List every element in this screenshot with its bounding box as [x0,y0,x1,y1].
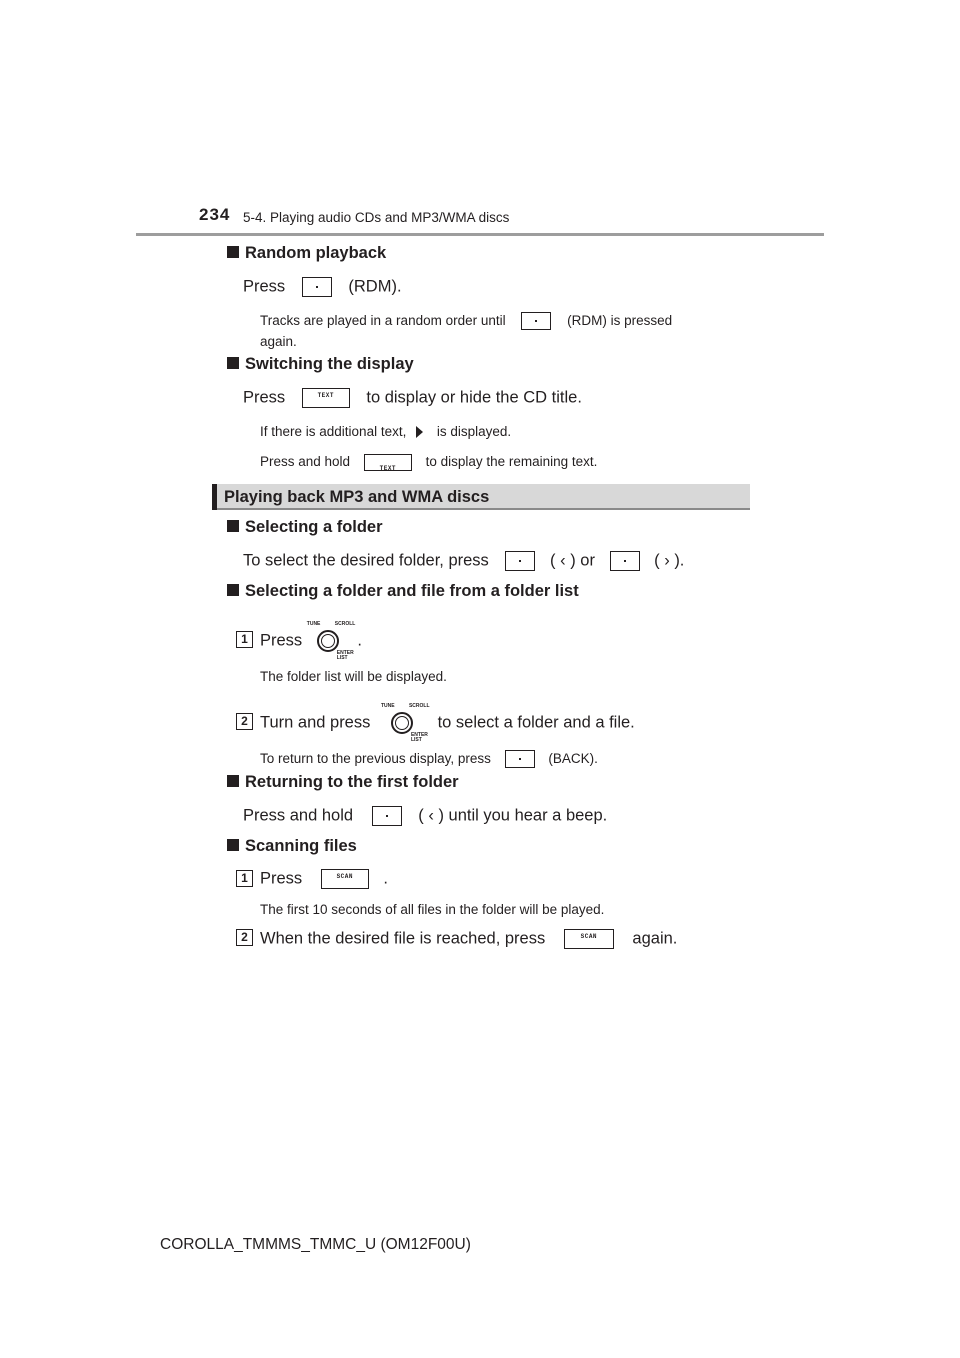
scan-button-icon: SCAN [563,929,614,949]
back-button-icon [504,750,535,769]
section-band-title: Playing back MP3 and WMA discs [224,488,490,506]
heading-random-playback: Random playback [227,244,386,263]
bullet-square-icon [227,520,239,532]
folder-list-step-1-note: The folder list will be displayed. [260,669,447,684]
scanning-step-1-note: The first 10 seconds of all files in the… [260,902,605,917]
section-band-marker [212,484,217,510]
rdm-button-icon [521,312,552,331]
section-title: 5-4. Playing audio CDs and MP3/WMA discs [243,210,510,225]
scan-button-icon: SCAN [320,869,369,889]
heading-selecting-folder: Selecting a folder [227,518,383,537]
heading-first-folder: Returning to the first folder [227,773,459,792]
heading-scanning-files: Scanning files [227,837,357,856]
folder-down-button-icon [505,551,536,571]
first-folder-instruction: Press and hold ( ‹ ) until you hear a be… [243,806,608,826]
chevron-left-icon: ‹ [560,551,566,570]
scanning-step-1: Press SCAN . [260,869,388,889]
chevron-left-icon: ‹ [428,806,434,825]
step-number: 2 [236,713,253,730]
display-note-2: Press and hold TEXT to display the remai… [260,453,598,472]
display-instruction: Press TEXT to display or hide the CD tit… [243,388,582,408]
step-number: 2 [236,929,253,946]
scanning-step-2: When the desired file is reached, press … [260,929,678,949]
random-instruction: Press (RDM). [243,277,402,297]
heading-switching-display: Switching the display [227,355,414,374]
step-number: 1 [236,870,253,887]
bullet-square-icon [227,775,239,787]
bullet-square-icon [227,246,239,258]
chevron-right-icon: › [664,551,670,570]
bullet-square-icon [227,584,239,596]
bullet-square-icon [227,357,239,369]
page-number: 234 [199,205,231,224]
rdm-button-icon [301,277,332,297]
heading-folder-list: Selecting a folder and file from a folde… [227,582,579,601]
more-text-arrow-icon [416,426,424,438]
random-note: Tracks are played in a random order unti… [260,312,673,349]
section-band [212,484,750,510]
bullet-square-icon [227,839,239,851]
folder-list-step-2-note: To return to the previous display, press… [260,748,598,769]
text-button-icon: TEXT [363,453,412,472]
text-button-icon: TEXT [301,388,350,408]
display-note-1: If there is additional text, is displaye… [260,424,512,439]
folder-down-button-icon [371,806,402,826]
header-rule [136,233,824,236]
footer-model-code: COROLLA_TMMMS_TMMC_U (OM12F00U) [160,1236,471,1253]
step-number: 1 [236,631,253,648]
folder-up-button-icon [609,551,640,571]
folder-instruction: To select the desired folder, press ( ‹ … [243,551,685,571]
